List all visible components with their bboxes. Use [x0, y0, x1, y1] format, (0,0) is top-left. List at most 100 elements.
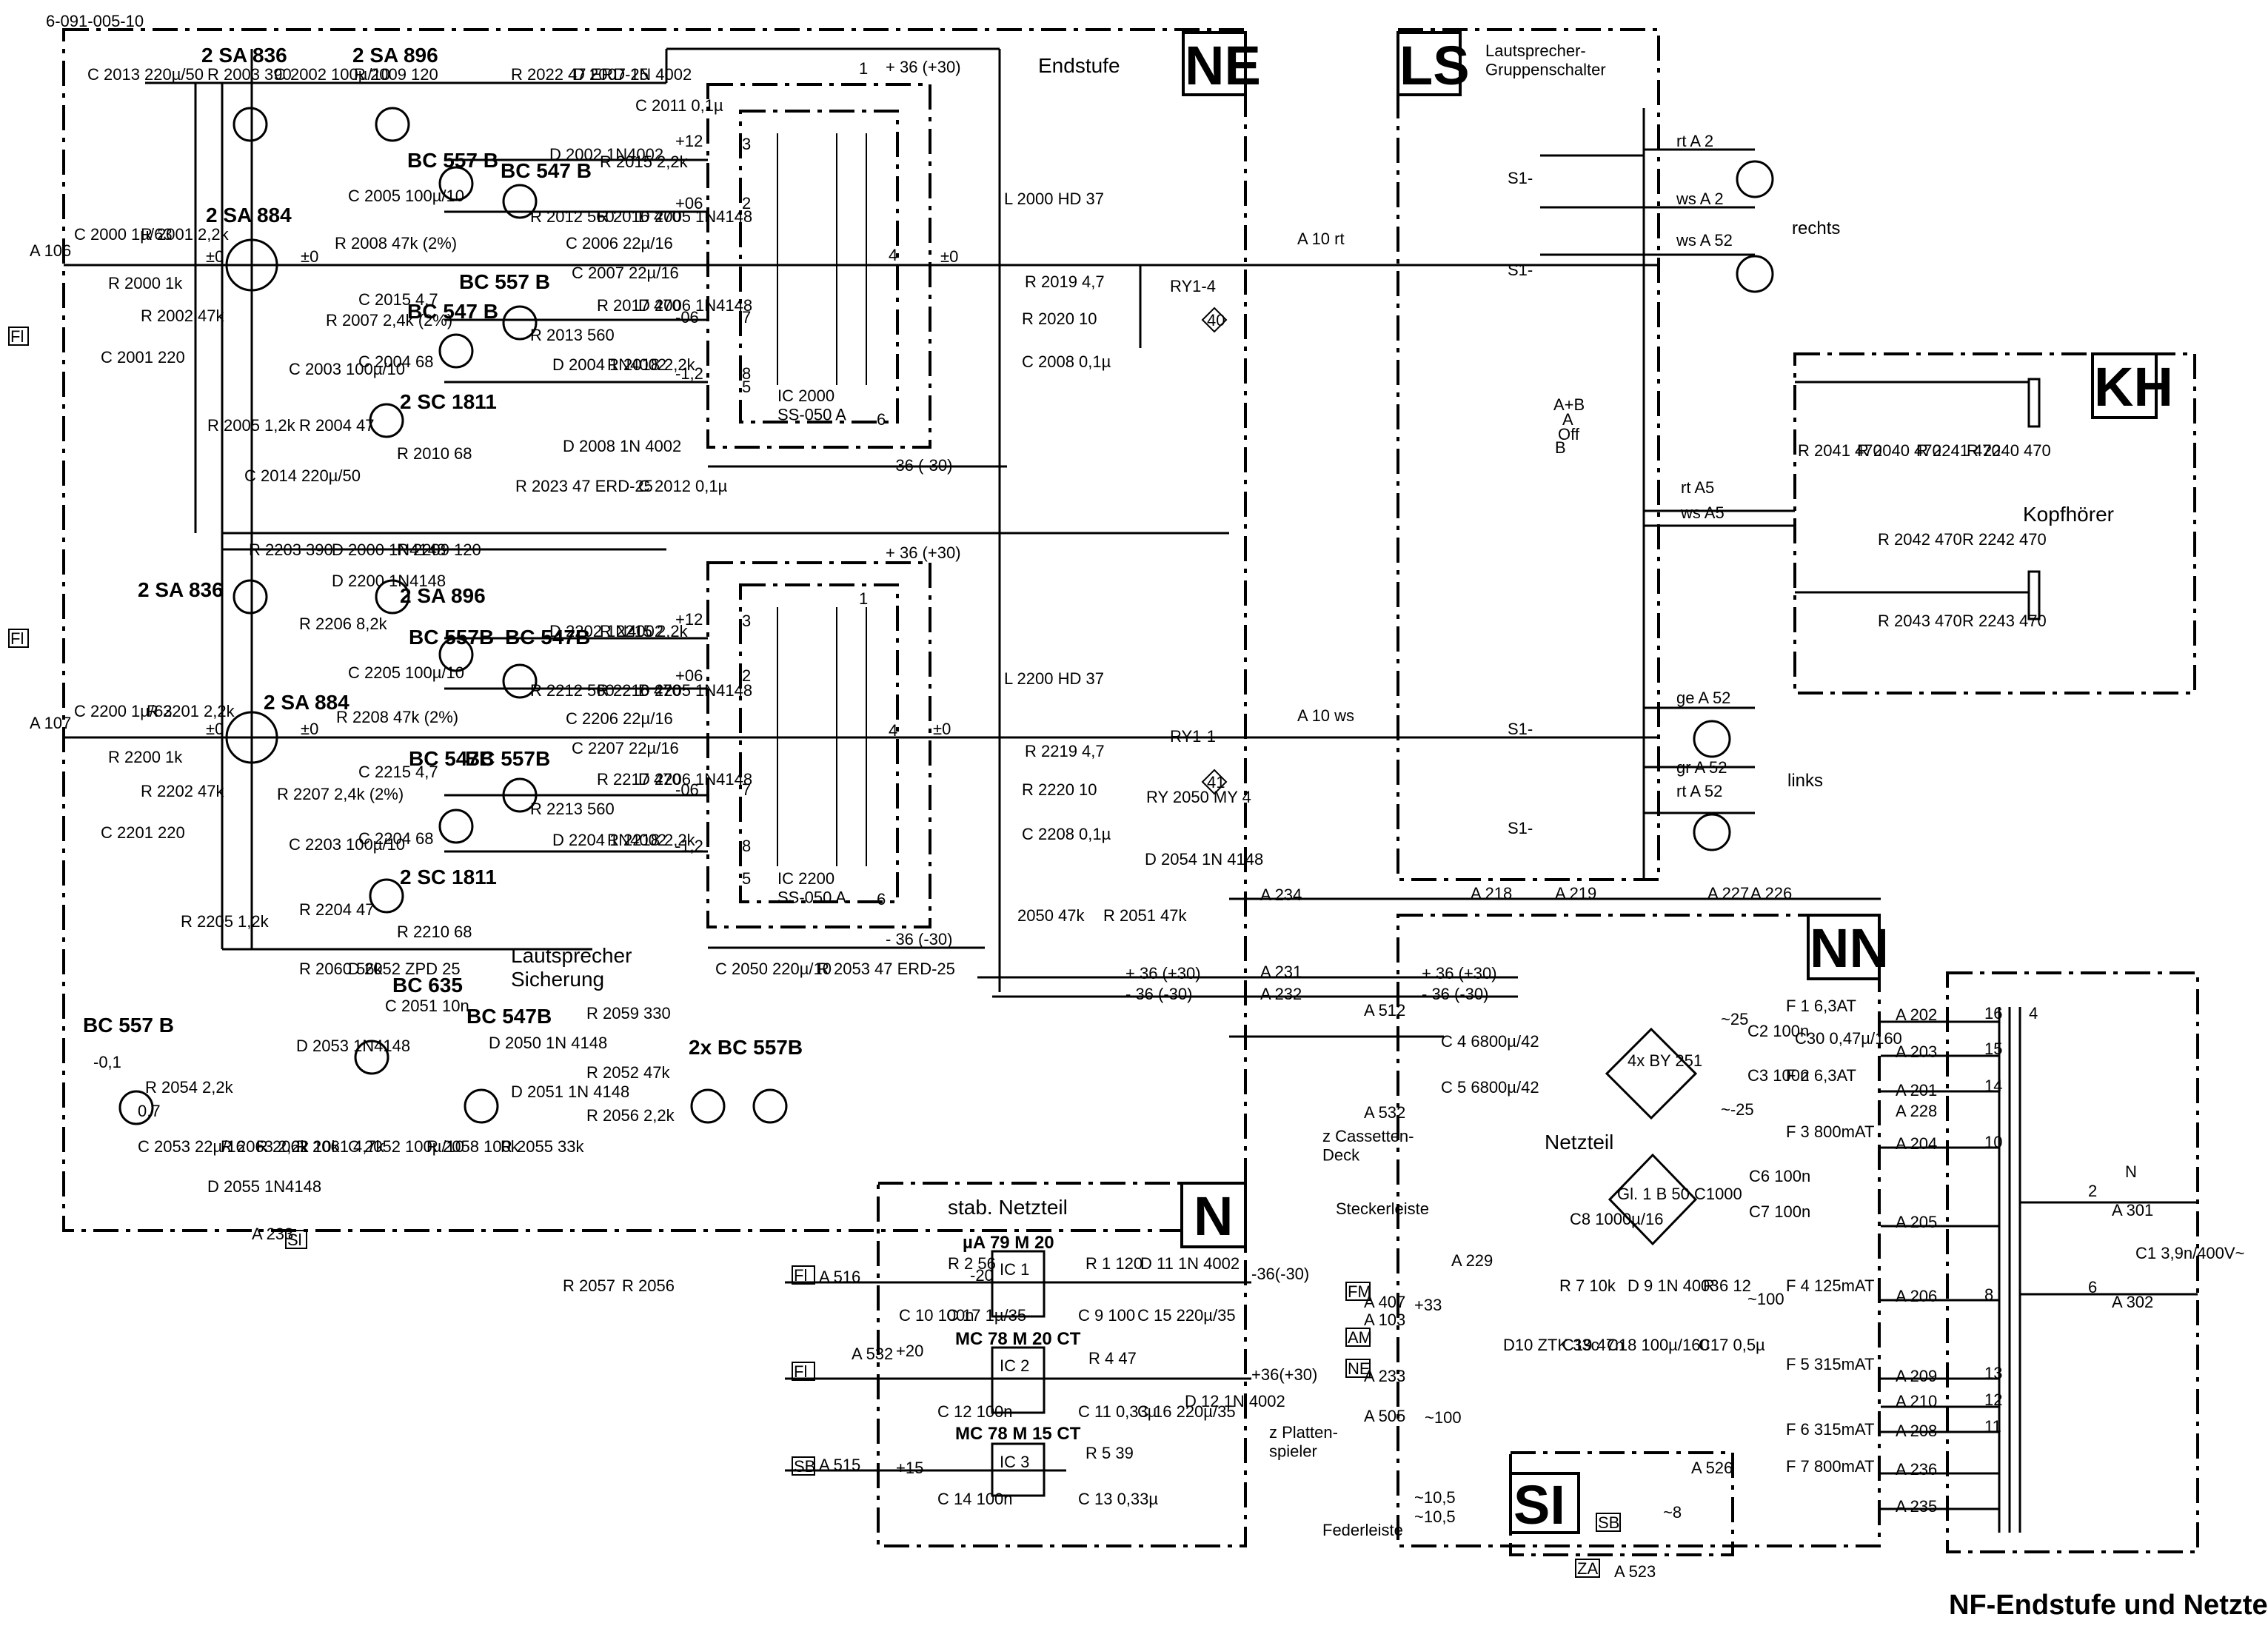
- svg-text:A 232: A 232: [1260, 985, 1302, 1003]
- svg-text:C 2001 220: C 2001 220: [101, 348, 185, 367]
- svg-text:C8 1000µ/16: C8 1000µ/16: [1570, 1210, 1663, 1228]
- svg-text:1: 1: [859, 589, 868, 608]
- wiring-top-channel: [64, 47, 1659, 992]
- svg-text:D 2202 1N4002: D 2202 1N4002: [549, 622, 663, 640]
- svg-text:Fl: Fl: [10, 629, 24, 648]
- svg-text:A 10 rt: A 10 rt: [1297, 230, 1345, 248]
- svg-text:S1-: S1-: [1508, 819, 1533, 837]
- svg-text:FM: FM: [1348, 1282, 1371, 1301]
- q2204-type: BC 557B: [409, 626, 494, 649]
- transistor-labels: 2 SA 836 2 SA 896 2 SA 884 BC 547 B BC 5…: [83, 44, 803, 1059]
- svg-text:R 2 56: R 2 56: [948, 1254, 996, 1273]
- svg-text:-0,1: -0,1: [93, 1053, 121, 1071]
- nn-frame: [1396, 914, 1881, 1547]
- svg-text:R 2018 2,2k: R 2018 2,2k: [607, 355, 696, 374]
- svg-text:A 407: A 407: [1364, 1293, 1405, 1311]
- svg-text:A 526: A 526: [1691, 1459, 1733, 1477]
- svg-text:A 523: A 523: [1614, 1562, 1656, 1581]
- svg-text:A 234: A 234: [1260, 886, 1302, 904]
- section-si-code: SI: [1513, 1474, 1565, 1536]
- svg-text:15: 15: [1984, 1040, 2002, 1058]
- kh-frame: [1793, 352, 2196, 695]
- svg-text:R 2207 2,4k (2%): R 2207 2,4k (2%): [277, 785, 404, 803]
- section-ls-box: [1396, 31, 1462, 96]
- svg-text:A 205: A 205: [1896, 1213, 1937, 1231]
- svg-text:R 2212 560: R 2212 560: [530, 681, 615, 700]
- speaker-output-labels: rt A 2 ws A 2 ws A 52 ge A 52 gr A 52 rt…: [1676, 132, 1733, 800]
- svg-text:4: 4: [889, 721, 897, 740]
- svg-text:0,7: 0,7: [138, 1102, 161, 1120]
- svg-text:D 2000 1N4148: D 2000 1N4148: [332, 540, 446, 559]
- svg-text:+06: +06: [675, 666, 703, 685]
- ic2-box: [991, 1346, 1046, 1414]
- q2005-type: BC 547 B: [501, 159, 592, 182]
- svg-text:D 2205 1N4148: D 2205 1N4148: [638, 681, 752, 700]
- svg-text:C 2203 100µ/10: C 2203 100µ/10: [289, 835, 405, 854]
- svg-text:C 2007 22µ/16: C 2007 22µ/16: [572, 264, 679, 282]
- svg-text:~10,5: ~10,5: [1414, 1488, 1456, 1507]
- svg-text:R 2023 47 ERD-25: R 2023 47 ERD-25: [515, 477, 653, 495]
- svg-text:+ 36 (+30): + 36 (+30): [886, 58, 961, 76]
- svg-text:C 11 0,33µ: C 11 0,33µ: [1078, 1402, 1157, 1421]
- svg-text:C7 100n: C7 100n: [1749, 1202, 1810, 1221]
- section-ls-code: LS: [1399, 35, 1470, 96]
- svg-text:F 2 6,3AT: F 2 6,3AT: [1786, 1066, 1856, 1085]
- ic1-box: [991, 1250, 1046, 1318]
- connector-labels: A 106 A 107 A 10 rt A 10 ws A 234 A 231 …: [30, 230, 2153, 1581]
- svg-text:A 226: A 226: [1750, 884, 1792, 903]
- svg-text:6: 6: [877, 410, 886, 429]
- svg-text:D 2053 1N4148: D 2053 1N4148: [296, 1037, 410, 1055]
- svg-text:R 2016 470: R 2016 470: [597, 207, 681, 226]
- svg-text:- 36 (-30): - 36 (-30): [886, 930, 952, 948]
- svg-text:R 2215 2,2k: R 2215 2,2k: [600, 622, 689, 640]
- svg-text:D 9 1N 4003: D 9 1N 4003: [1628, 1276, 1719, 1295]
- svg-text:RY1-1: RY1-1: [1170, 727, 1216, 746]
- svg-text:A 209: A 209: [1896, 1367, 1937, 1385]
- svg-text:C 15 220µ/35: C 15 220µ/35: [1137, 1306, 1236, 1325]
- svg-text:±0: ±0: [933, 720, 951, 738]
- svg-text:8: 8: [742, 837, 751, 855]
- svg-text:A 219: A 219: [1555, 884, 1596, 903]
- svg-text:ws A 2: ws A 2: [1676, 190, 1724, 208]
- svg-text:R 2041 470: R 2041 470: [1798, 441, 1882, 460]
- svg-text:C 2004 68: C 2004 68: [358, 352, 434, 371]
- svg-text:MC 78 M 15 CT: MC 78 M 15 CT: [955, 1424, 1081, 1444]
- svg-text:R 2061 4,7k: R 2061 4,7k: [296, 1137, 385, 1156]
- svg-text:RY1-4: RY1-4: [1170, 277, 1216, 295]
- svg-text:rt A 52: rt A 52: [1676, 782, 1722, 800]
- svg-text:R 2054 2,2k: R 2054 2,2k: [145, 1078, 234, 1097]
- svg-text:C 2206 22µ/16: C 2206 22µ/16: [566, 709, 673, 728]
- svg-text:-36(-30): -36(-30): [1251, 1265, 1309, 1283]
- svg-text:rt A 2: rt A 2: [1676, 132, 1713, 150]
- svg-text:R 2012 560: R 2012 560: [530, 207, 615, 226]
- svg-text:D 2050 1N 4148: D 2050 1N 4148: [489, 1034, 607, 1052]
- svg-text:R 2042 470: R 2042 470: [1878, 530, 1962, 549]
- svg-text:A 202: A 202: [1896, 1005, 1937, 1024]
- svg-text:-1,2: -1,2: [675, 364, 703, 383]
- section-kh-name: Kopfhörer: [2023, 503, 2114, 526]
- svg-text:D 2052 ZPD 25: D 2052 ZPD 25: [348, 960, 461, 978]
- svg-text:C 14 100n: C 14 100n: [937, 1490, 1013, 1508]
- svg-text:~-25: ~-25: [1721, 1100, 1754, 1119]
- relay-labels: RY1-4 RY1-1: [1170, 277, 1216, 746]
- svg-text:C1 3,9n/400V~: C1 3,9n/400V~: [2135, 1244, 2244, 1262]
- svg-text:D 12 1N 4002: D 12 1N 4002: [1185, 1392, 1285, 1410]
- svg-text:D 2002 1N4002: D 2002 1N4002: [549, 145, 663, 164]
- headphone-resistor-labels: R 2041 470 R 2040 470 R 2241 470 R 2240 …: [1798, 441, 2051, 630]
- io-tags: Fl Fl Sl FM AM NE SB ZA Fl Fl SB: [8, 327, 1621, 1578]
- svg-text:ge A 52: ge A 52: [1676, 689, 1730, 707]
- svg-text:D 11 1N 4002: D 11 1N 4002: [1140, 1254, 1240, 1273]
- bridge-rectifier-1: [1605, 1027, 1698, 1120]
- svg-text:A 227: A 227: [1707, 884, 1749, 903]
- svg-text:16: 16: [1984, 1004, 2002, 1023]
- svg-text:3: 3: [742, 612, 751, 630]
- svg-text:R 2220 10: R 2220 10: [1022, 780, 1097, 799]
- svg-text:R 2241 470: R 2241 470: [1916, 441, 2001, 460]
- svg-text:3: 3: [742, 135, 751, 153]
- svg-text:Federleiste: Federleiste: [1322, 1521, 1403, 1539]
- section-nn-code: NN: [1810, 917, 1889, 979]
- svg-text:R 1 120: R 1 120: [1086, 1254, 1143, 1273]
- svg-text:A 235: A 235: [1896, 1497, 1937, 1516]
- component-labels-bottom: R 2203 390 D 2000 1N4148 D 2200 1N4148 R…: [74, 540, 1263, 941]
